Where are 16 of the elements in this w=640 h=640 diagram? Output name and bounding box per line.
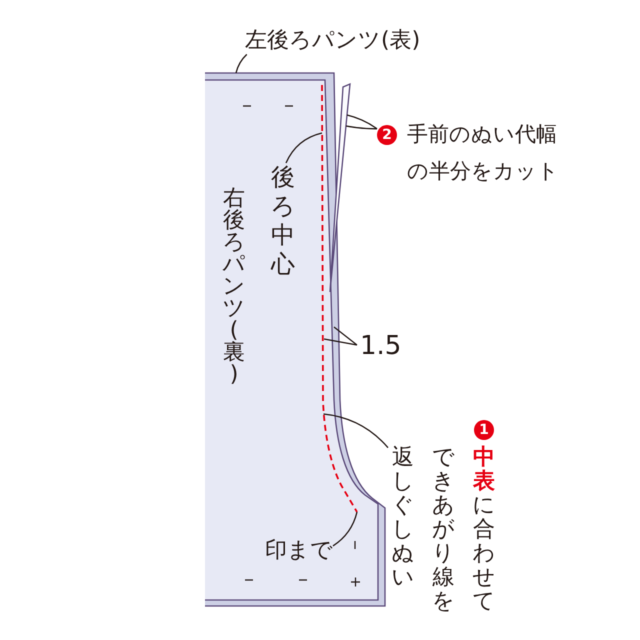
- leader-line: [345, 114, 378, 130]
- annotation-text: 印まで: [265, 538, 333, 564]
- leader-line: [235, 54, 248, 74]
- part-label: 右後ろパンツ(裏): [222, 188, 246, 386]
- leader-line: [285, 132, 322, 164]
- part-label: 左後ろパンツ(表): [245, 28, 420, 54]
- fabric-strip: [329, 82, 351, 293]
- instruction-text: 中表に合わせてできあがり線を返しぐしぬい: [390, 446, 496, 616]
- stitch-line: [321, 85, 358, 512]
- instruction-text: 手前のぬい代幅の半分をカット: [407, 121, 560, 185]
- part-label: 後ろ中心: [268, 163, 298, 279]
- callout-number: 1: [474, 420, 494, 440]
- callout-number: 2: [377, 125, 397, 145]
- leader-line: [323, 413, 388, 448]
- leader-line: [332, 512, 358, 546]
- dimension-label: 1.5: [360, 331, 402, 362]
